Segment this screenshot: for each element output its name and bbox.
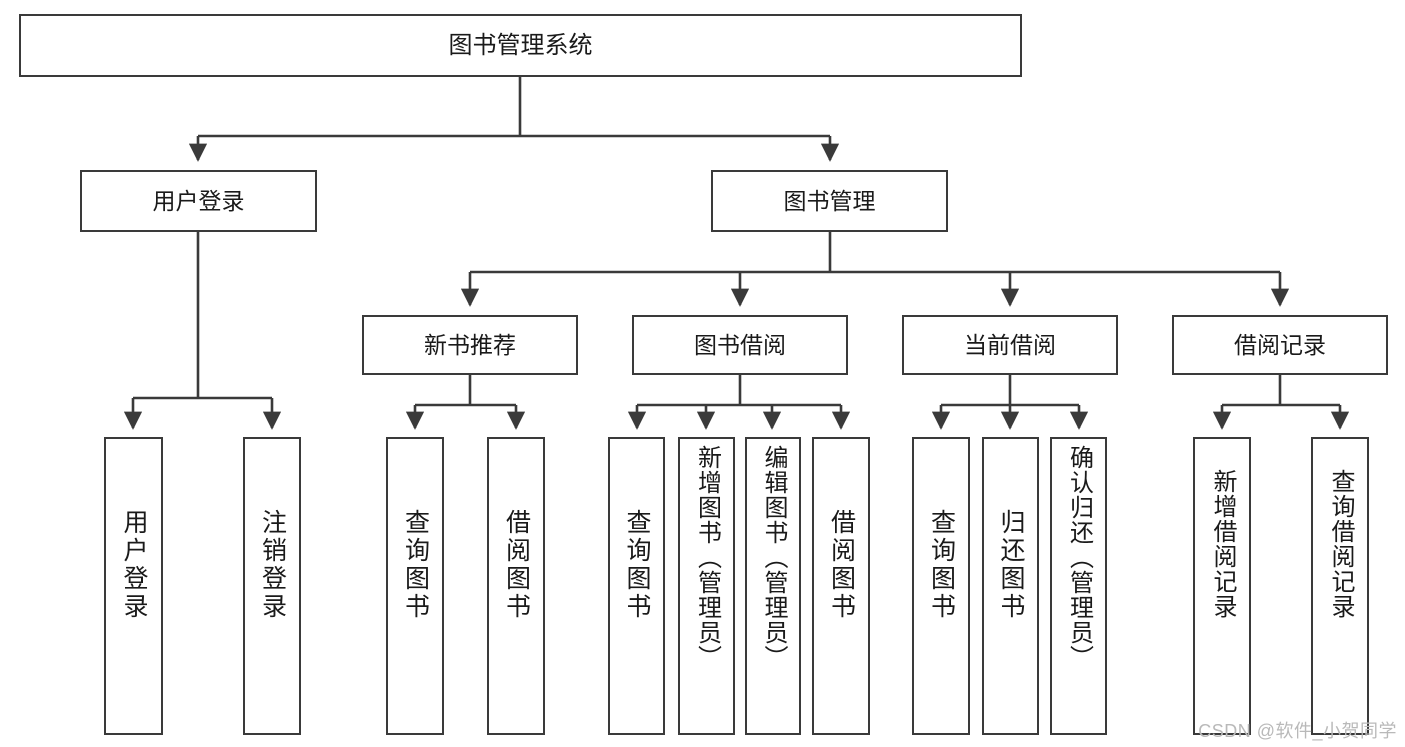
node-label: 注销登录: [258, 509, 287, 621]
node-label: 用户登录: [152, 187, 245, 214]
node-current-borrow[interactable]: 当前借阅: [902, 315, 1118, 375]
node-label: 归还图书: [997, 509, 1025, 621]
node-label: 查询图书: [401, 509, 430, 621]
node-label: 查询图书: [623, 509, 651, 621]
node-book-borrow[interactable]: 图书借阅: [632, 315, 848, 375]
node-leaf-edit-book[interactable]: 编辑图书（管理员）: [745, 437, 801, 735]
node-label: 查询图书: [927, 509, 956, 621]
node-label: 当前借阅: [964, 331, 1056, 358]
node-leaf-add-borrow-record[interactable]: 新增借阅记录: [1193, 437, 1251, 735]
node-leaf-query-book-recommend[interactable]: 查询图书: [386, 437, 444, 735]
node-label: 图书借阅: [694, 331, 786, 358]
node-label: 新增图书（管理员）: [693, 445, 721, 670]
node-label: 借阅图书: [827, 509, 856, 621]
node-label: 确认归还（管理员）: [1065, 445, 1093, 670]
node-label: 编辑图书（管理员）: [760, 445, 787, 670]
watermark-text: CSDN @软件_小贺同学: [1198, 721, 1397, 741]
node-leaf-query-borrow-record[interactable]: 查询借阅记录: [1311, 437, 1369, 735]
node-leaf-add-book[interactable]: 新增图书（管理员）: [678, 437, 735, 735]
node-label: 查询借阅记录: [1327, 469, 1354, 619]
node-label: 图书管理系统: [448, 31, 593, 59]
node-leaf-borrow-book[interactable]: 借阅图书: [812, 437, 870, 735]
node-leaf-return-book[interactable]: 归还图书: [982, 437, 1039, 735]
node-book-manage[interactable]: 图书管理: [711, 170, 948, 232]
node-label: 借阅图书: [502, 509, 531, 621]
node-leaf-query-book-current[interactable]: 查询图书: [912, 437, 970, 735]
node-label: 借阅记录: [1234, 331, 1326, 358]
node-user-login[interactable]: 用户登录: [80, 170, 317, 232]
node-new-book-recommend[interactable]: 新书推荐: [362, 315, 578, 375]
node-label: 用户登录: [120, 509, 148, 621]
node-leaf-borrow-book-recommend[interactable]: 借阅图书: [487, 437, 545, 735]
node-label: 新书推荐: [424, 331, 516, 358]
node-leaf-user-logout[interactable]: 注销登录: [243, 437, 301, 735]
node-borrow-record[interactable]: 借阅记录: [1172, 315, 1388, 375]
node-leaf-user-login[interactable]: 用户登录: [104, 437, 163, 735]
node-root-system[interactable]: 图书管理系统: [19, 14, 1022, 77]
node-label: 新增借阅记录: [1209, 469, 1236, 619]
node-leaf-query-book-borrow[interactable]: 查询图书: [608, 437, 665, 735]
node-label: 图书管理: [783, 187, 876, 214]
node-leaf-confirm-return[interactable]: 确认归还（管理员）: [1050, 437, 1107, 735]
